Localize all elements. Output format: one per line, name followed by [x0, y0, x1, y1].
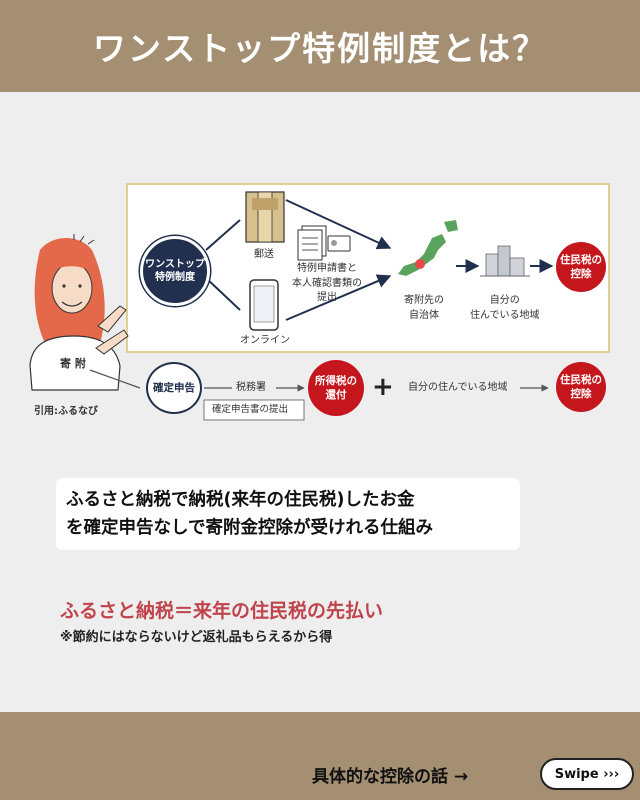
documents-icon — [297, 225, 351, 261]
mail-arrow — [285, 199, 392, 250]
source-label: 引用:ふるなび — [34, 406, 98, 417]
deduction-label-top: 住民税の 控除 — [560, 253, 602, 280]
to-online-line — [205, 277, 241, 311]
online-label: オンライン — [240, 335, 290, 346]
submit-box — [203, 399, 305, 421]
income-tax-refund-node: 所得税の 還付 — [308, 360, 364, 416]
home-area-inline-label: 自分の住んでいる地域 — [408, 382, 508, 393]
header-banner: ワンストップ特例制度とは？ — [0, 0, 640, 92]
income-tax-refund-label: 所得税の 還付 — [315, 374, 357, 401]
home-area-label: 自分の 住んでいる地域 — [470, 295, 540, 321]
next-topic-text: 具体的な控除の話 → — [312, 767, 469, 787]
donee-label: 寄附先の 自治体 — [404, 295, 444, 321]
summary-box: ふるさと納税で納税(来年の住民税)したお金 を確定申告なしで寄附金控除が受けれる… — [56, 478, 520, 550]
tax-return-submit-label: 確定申告書の提出 — [212, 404, 289, 415]
swipe-button[interactable]: Swipe ››› — [540, 758, 634, 790]
summary-line-1: ふるさと納税で納税(来年の住民税)したお金 — [66, 490, 415, 510]
mail-label: 郵送 — [254, 249, 274, 260]
deduction-node-top: 住民税の 控除 — [556, 242, 606, 292]
docs-label: 特例申請書と 本人確認書類の 提出 — [292, 263, 362, 303]
tax-office-label: 税務署 — [236, 382, 266, 393]
page-title: ワンストップ特例制度とは？ — [92, 29, 548, 68]
highlight-text: ふるさと納税＝来年の住民税の先払い — [60, 600, 384, 622]
summary-line-2: を確定申告なしで寄附金控除が受けれる仕組み — [66, 518, 433, 538]
donation-label: 寄 附 — [60, 357, 86, 370]
one-stop-node: ワンストップ 特例制度 — [140, 236, 210, 306]
deduction-label-bottom: 住民税の 控除 — [560, 373, 602, 400]
footer-banner — [0, 712, 640, 800]
to-mail-line — [205, 219, 241, 251]
envelope-icon — [245, 191, 285, 243]
city-icon — [480, 245, 530, 277]
smartphone-icon — [249, 279, 279, 331]
japan-map-icon — [398, 220, 458, 276]
tax-return-label: 確定申告 — [153, 381, 195, 394]
note-text: ※節約にはならないけど返礼品もらえるから得 — [60, 630, 333, 645]
deduction-node-bottom: 住民税の 控除 — [556, 362, 606, 412]
plus-sign: + — [372, 372, 394, 402]
donation-line — [89, 369, 141, 389]
one-stop-diagram: ワンストップ 特例制度 郵送 オンライン 特例申請書と 本人確認書類の 提出 寄… — [0, 150, 640, 450]
online-arrow — [285, 274, 392, 321]
tax-return-node: 確定申告 — [146, 362, 202, 414]
one-stop-label: ワンストップ 特例制度 — [145, 258, 205, 284]
woman-illustration — [29, 234, 129, 391]
